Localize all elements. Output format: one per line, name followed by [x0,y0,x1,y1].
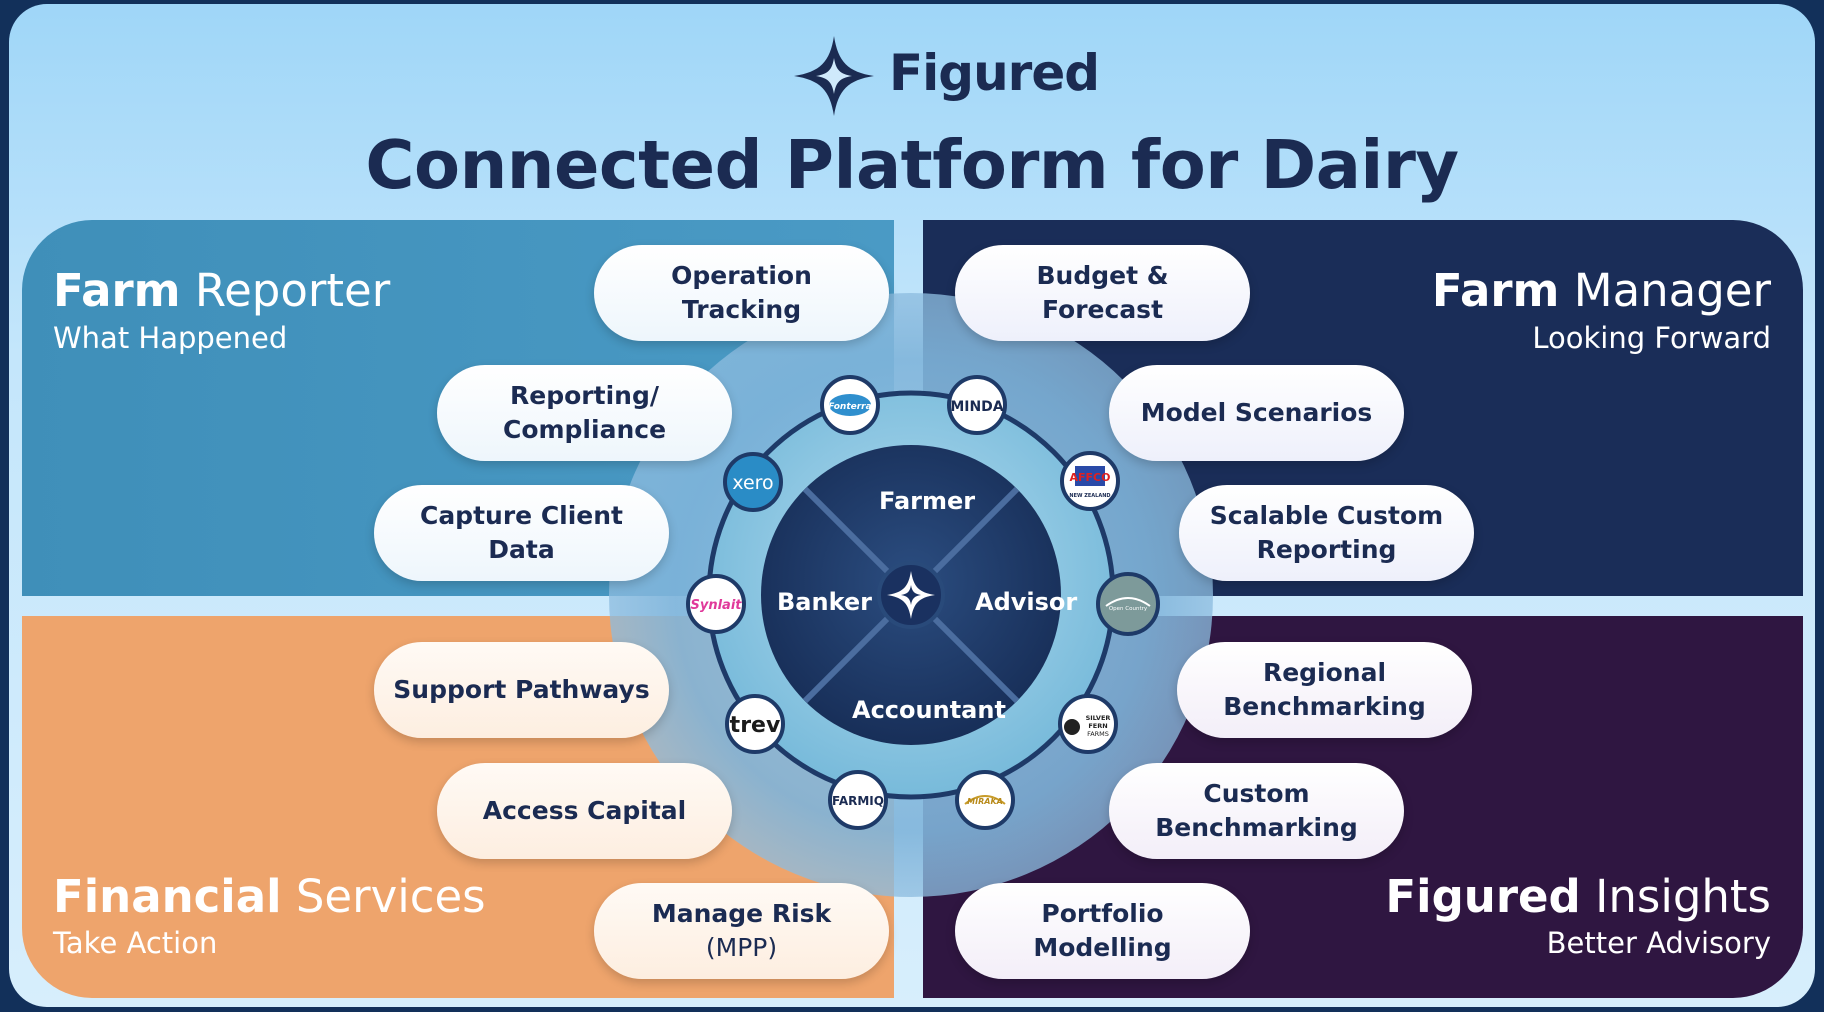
role-farmer: Farmer [879,487,976,515]
svg-text:MIRAKA: MIRAKA [967,797,1003,806]
svg-text:xero: xero [732,472,773,494]
farm-manager-subtitle: Looking Forward [1532,321,1771,355]
central-hub: Fonterra MINDA AFFCO NEW ZEALAND xero Sy… [609,293,1213,897]
figured-logo-icon [794,36,874,116]
manage-risk-pill[interactable]: Manage Risk(MPP) [594,883,889,979]
figured-insights-subtitle: Better Advisory [1546,926,1771,960]
farm-manager-title: Farm Manager [1431,264,1771,317]
svg-text:NEW ZEALAND: NEW ZEALAND [1069,493,1110,499]
svg-text:AFFCO: AFFCO [1070,471,1111,484]
synlait-logo-icon: Synlait [686,574,746,634]
affco-logo-icon: AFFCO NEW ZEALAND [1060,451,1120,511]
svg-text:Synlait: Synlait [691,598,743,613]
model-scenarios-pill[interactable]: Model Scenarios [1109,365,1404,461]
farmiq-logo-icon: FARMIQ [828,770,888,830]
xero-logo-icon: xero [723,452,783,512]
financial-services-title: Financial Services [53,870,486,923]
miraka-logo-icon: MIRAKA [955,770,1015,830]
trev-logo-icon: trev [725,694,785,754]
role-advisor: Advisor [975,588,1078,616]
svg-text:FERN: FERN [1088,722,1107,730]
silver-fern-farms-logo-icon: SILVER FERN FARMS [1058,694,1118,754]
brand-name: Figured [889,44,1100,102]
svg-text:trev: trev [730,713,781,738]
support-pathways-pill[interactable]: Support Pathways [374,642,669,738]
svg-text:FARMIQ: FARMIQ [832,794,884,808]
poster-frame: Figured Connected Platform for Dairy Far… [9,4,1815,1007]
operation-tracking-pill[interactable]: Operation Tracking [594,245,889,341]
page-title: Connected Platform for Dairy [365,126,1459,204]
fonterra-logo-icon: Fonterra [820,375,880,435]
minda-logo-icon: MINDA [947,375,1007,435]
svg-text:FARMS: FARMS [1087,730,1109,738]
svg-text:Open Country: Open Country [1109,606,1148,612]
reporting-compliance-pill[interactable]: Reporting/Compliance [437,365,732,461]
figured-insights-title: Figured Insights [1385,870,1771,923]
access-capital-pill[interactable]: Access Capital [437,763,732,859]
farm-reporter-subtitle: What Happened [53,321,288,355]
figured-star-icon [887,571,935,619]
farm-reporter-title: Farm Reporter [53,264,391,317]
open-country-logo-icon: Open Country [1096,572,1160,636]
financial-services-subtitle: Take Action [53,926,218,960]
role-accountant: Accountant [852,696,1006,724]
svg-text:Fonterra: Fonterra [828,402,871,412]
role-banker: Banker [777,588,873,616]
svg-text:SILVER: SILVER [1086,714,1111,722]
svg-text:MINDA: MINDA [950,399,1003,415]
budget-forecast-pill[interactable]: Budget &Forecast [955,245,1250,341]
